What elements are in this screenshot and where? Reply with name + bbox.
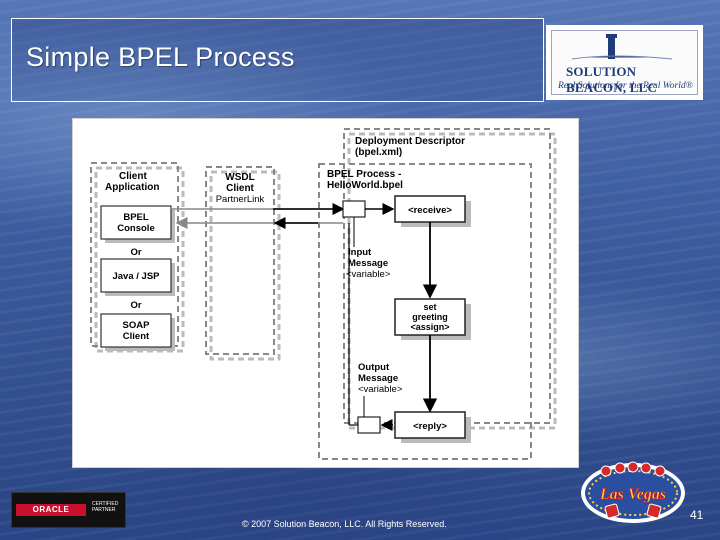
- input-var-1: Input: [348, 247, 372, 258]
- assign-step: [394, 298, 466, 336]
- bpel-console-label-1: BPEL: [123, 212, 149, 223]
- soap-client-label-1: SOAP: [123, 320, 151, 331]
- bpel-process-box: [318, 163, 532, 460]
- company-logo-frame: SOLUTION BEACON, LLC Real Solutions for …: [551, 30, 698, 95]
- slide-title: Simple BPEL Process: [26, 42, 295, 72]
- bpel-console-box: [100, 205, 172, 240]
- certified-partner-label: CERTIFIED PARTNER: [92, 501, 119, 513]
- vegas-label: Las Vegas: [599, 486, 666, 503]
- company-name: SOLUTION BEACON, LLC: [566, 64, 658, 95]
- wsdl-title-3: PartnerLink: [216, 194, 265, 205]
- reply-step: [394, 411, 466, 439]
- java-jsp-label: Java / JSP: [112, 271, 160, 282]
- company-logo: SOLUTION BEACON, LLC Real Solutions for …: [546, 25, 703, 100]
- diagram-panel: Deployment Descriptor (bpel.xml) BPEL Pr…: [72, 118, 579, 468]
- wsdl-title-2: Client: [226, 183, 254, 194]
- output-var-3: <variable>: [358, 384, 403, 395]
- reply-port: [357, 416, 381, 434]
- oracle-partner-badge: ORACLE CERTIFIED PARTNER: [11, 492, 126, 528]
- process-title-1: BPEL Process -: [327, 169, 401, 180]
- receive-step: [394, 195, 466, 223]
- reply-label: <reply>: [413, 421, 447, 432]
- bpel-diagram: Deployment Descriptor (bpel.xml) BPEL Pr…: [90, 128, 557, 460]
- assign-label-2: greeting: [412, 312, 448, 322]
- las-vegas-sign-icon: Las Vegas: [581, 461, 685, 523]
- client-group-title-2: Application: [105, 182, 159, 193]
- deployment-title-2: (bpel.xml): [355, 147, 402, 158]
- wsdl-group-shadow: [209, 170, 281, 361]
- oracle-brand: ORACLE: [16, 504, 86, 516]
- soap-client-label-2: Client: [123, 331, 150, 342]
- assign-label-3: <assign>: [410, 322, 449, 332]
- soap-client-box: [100, 313, 172, 348]
- input-var-2: Message: [348, 258, 388, 269]
- deployment-title-1: Deployment Descriptor: [355, 136, 465, 147]
- company-tagline: Real Solutions for the Real World®: [558, 81, 693, 91]
- or-label-2: Or: [130, 300, 141, 311]
- title-bar: [11, 18, 544, 102]
- receive-port: [342, 200, 366, 218]
- output-var-1: Output: [358, 362, 390, 373]
- output-var-2: Message: [358, 373, 398, 384]
- assign-label-1: set: [423, 302, 436, 312]
- bpel-console-label-2: Console: [117, 223, 154, 234]
- or-label-1: Or: [130, 247, 141, 258]
- client-group-title-1: Client: [119, 171, 147, 182]
- lighthouse-icon: [571, 34, 673, 60]
- receive-label: <receive>: [408, 205, 452, 216]
- process-title-2: HelloWorld.bpel: [327, 180, 403, 191]
- wsdl-title-1: WSDL: [225, 172, 254, 183]
- wsdl-partnerlink-group: [205, 166, 275, 355]
- input-var-3: <variable>: [346, 269, 391, 280]
- java-jsp-box: [100, 258, 172, 293]
- slide-number: 41: [690, 508, 704, 522]
- copyright-footer: © 2007 Solution Beacon, LLC. All Rights …: [242, 519, 447, 529]
